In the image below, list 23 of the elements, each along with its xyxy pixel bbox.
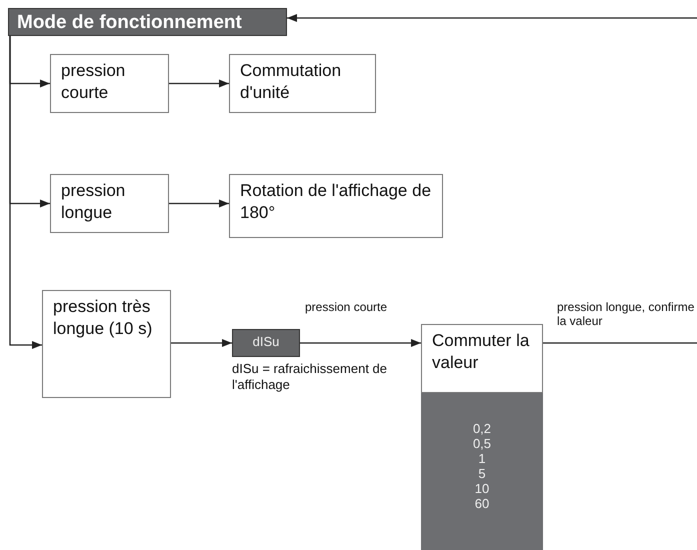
value-text: 60 — [474, 496, 490, 511]
value-list-panel — [421, 393, 543, 550]
process-box: pression longue — [50, 174, 169, 233]
process-box: Commutation d'unité — [229, 54, 376, 113]
value-text: 0,2 — [472, 421, 492, 436]
arrow — [287, 14, 697, 22]
edge-label: pression longue, confirme la valeur — [557, 300, 697, 328]
process-box: pression très longue (10 s) — [42, 290, 171, 398]
process-box: pression courte — [50, 54, 169, 113]
title-box: Mode de fonctionnement — [8, 8, 287, 36]
value-text: 1 — [478, 451, 486, 466]
value-text: 10 — [474, 481, 490, 496]
display-code-box: dISu — [232, 329, 300, 357]
value-text: 5 — [478, 466, 486, 481]
arrow — [300, 339, 421, 347]
edge-label: pression courte — [305, 300, 388, 314]
process-box: Commuter la valeur — [421, 324, 543, 393]
arrow — [169, 200, 229, 208]
arrow — [169, 80, 229, 88]
process-box: Rotation de l'affichage de 180° — [229, 174, 443, 238]
arrow — [9, 36, 42, 349]
value-text: 0,5 — [472, 436, 492, 451]
arrow — [171, 339, 232, 347]
